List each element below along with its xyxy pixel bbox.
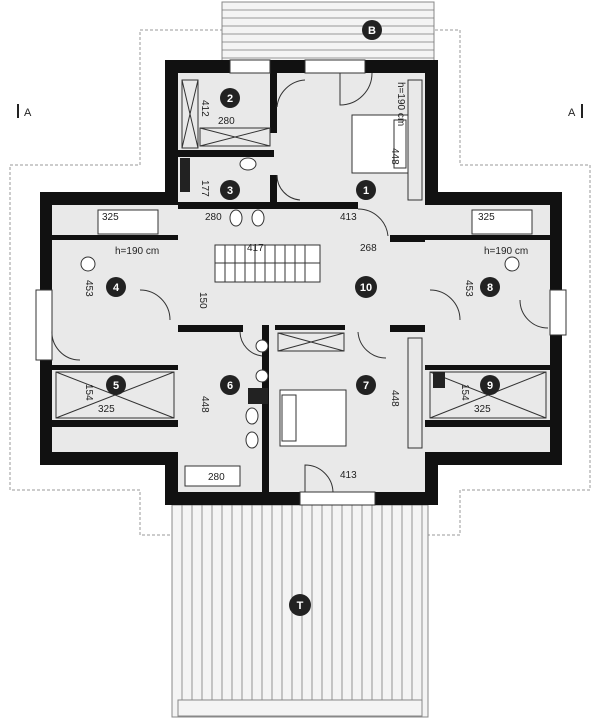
doors [51, 72, 549, 493]
beds [279, 114, 409, 447]
outer-walls [40, 60, 562, 505]
svg-text:T: T [297, 600, 304, 612]
badge-r8: 8 [480, 277, 500, 297]
svg-text:9: 9 [487, 380, 493, 392]
svg-text:1: 1 [363, 185, 369, 197]
dim-r3-len: 280 [205, 212, 222, 223]
terrace [171, 504, 429, 718]
dim-r1-note: h=190 cm [395, 82, 406, 126]
dim-r2-w: 412 [199, 100, 210, 117]
svg-text:4: 4 [113, 282, 120, 294]
room-badges: 2 3 1 4 10 8 5 6 7 9 B T [106, 20, 500, 616]
interior-walls [52, 73, 550, 492]
badge-r6: 6 [220, 375, 240, 395]
badge-r9: 9 [480, 375, 500, 395]
dim-r1-len: 413 [340, 212, 357, 223]
svg-text:5: 5 [113, 380, 119, 392]
section-mark-left: A [17, 104, 32, 119]
badge-r7: 7 [356, 375, 376, 395]
dim-r4-bath: 325 [102, 212, 119, 223]
staircase [214, 244, 321, 283]
svg-text:B: B [368, 25, 376, 37]
wardrobes [55, 79, 547, 449]
dim-r5-w: 154 [83, 384, 94, 401]
dim-r4-note: h=190 cm [115, 246, 159, 257]
svg-text:2: 2 [227, 93, 233, 105]
dim-r6-w: 448 [199, 396, 210, 413]
section-mark-right: A [568, 104, 583, 119]
badge-r5: 5 [106, 375, 126, 395]
svg-text:10: 10 [360, 282, 372, 294]
badge-terrace: T [289, 594, 311, 616]
dim-r6-len: 280 [208, 472, 225, 483]
section-mark-left-label: A [24, 107, 32, 119]
dim-r7-h: 448 [389, 390, 400, 407]
dimension-labels: 280 412 280 177 413 448 h=190 cm 417 268… [83, 82, 528, 483]
badge-r10: 10 [355, 276, 377, 298]
badge-r4: 4 [106, 277, 126, 297]
badge-r1: 1 [356, 180, 376, 200]
dim-hall-w: 150 [197, 292, 208, 309]
dim-r1-h: 448 [389, 148, 400, 165]
dim-stair: 417 [247, 243, 264, 254]
dim-r9-len: 325 [474, 404, 491, 415]
dim-r3-w: 177 [199, 180, 210, 197]
badge-balcony: B [362, 20, 382, 40]
roof-outline [9, 29, 591, 536]
dim-r5-len: 325 [98, 404, 115, 415]
dim-r8-note: h=190 cm [484, 246, 528, 257]
svg-text:8: 8 [487, 282, 493, 294]
dim-r2-len: 280 [218, 116, 235, 127]
badge-r2: 2 [220, 88, 240, 108]
svg-text:3: 3 [227, 185, 233, 197]
dim-r7-len: 413 [340, 470, 357, 481]
windows [35, 59, 567, 506]
dim-r8-w: 453 [463, 280, 474, 297]
dim-r9-w: 154 [459, 384, 470, 401]
dim-hall: 268 [360, 243, 377, 254]
svg-text:6: 6 [227, 380, 233, 392]
svg-text:7: 7 [363, 380, 369, 392]
badge-r3: 3 [220, 180, 240, 200]
bath-fixtures [80, 157, 533, 487]
section-mark-right-label: A [568, 107, 576, 119]
dim-r4-w: 453 [83, 280, 94, 297]
dim-r8-bath: 325 [478, 212, 495, 223]
balcony [221, 1, 435, 65]
